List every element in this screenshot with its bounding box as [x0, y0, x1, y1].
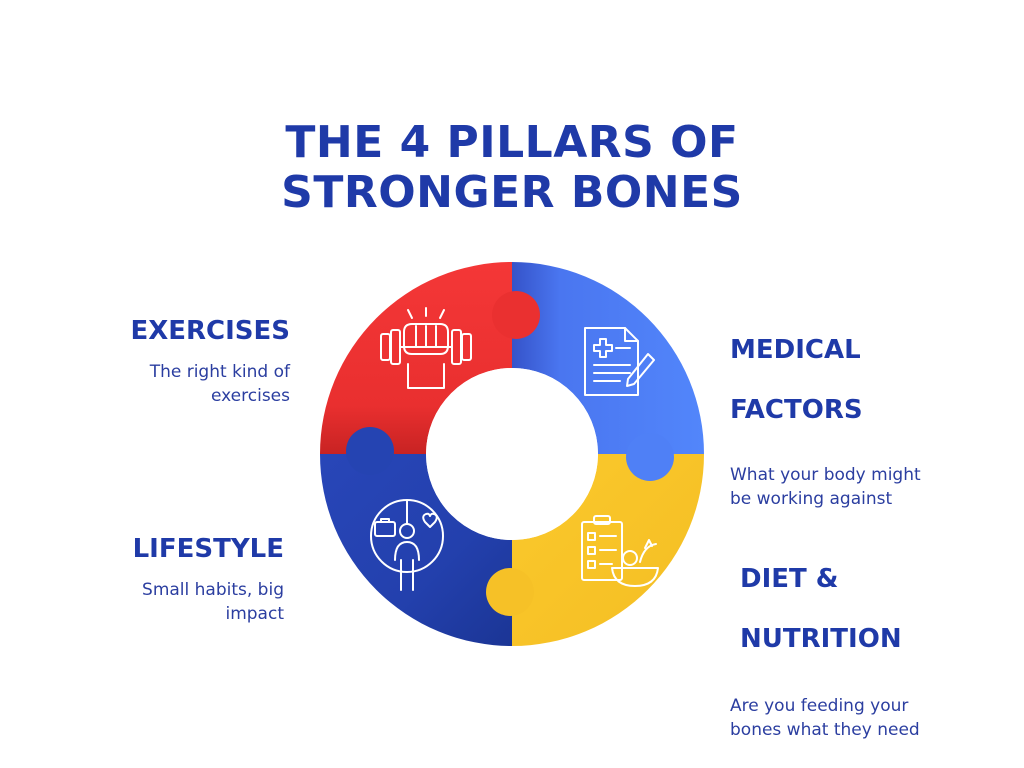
pillar-lifestyle-heading: LIFESTYLE: [132, 534, 284, 564]
knob-exercises: [492, 291, 540, 339]
pillar-exercises: EXERCISES The right kind of exercises: [100, 316, 290, 408]
pillar-diet-heading-line-2: NUTRITION: [740, 624, 902, 654]
pillar-medical-factors: MEDICAL FACTORS What your body might be …: [730, 305, 990, 511]
pillar-exercises-desc-line-1: The right kind of: [149, 362, 290, 382]
pillar-diet-nutrition: DIET & NUTRITION Are you feeding your bo…: [730, 534, 1000, 742]
pillar-medical-desc-line-2: be working against: [730, 489, 893, 509]
segment-exercises: [320, 262, 512, 454]
title-line-1: THE 4 PILLARS OF: [285, 117, 739, 168]
pillar-medical-description: What your body might be working against: [730, 463, 990, 511]
title-line-2: STRONGER BONES: [281, 167, 743, 218]
wheel-center: [426, 368, 598, 540]
medical-document-icon: [584, 327, 655, 396]
pillar-medical-desc-line-1: What your body might: [730, 465, 921, 485]
page-title: THE 4 PILLARS OF STRONGER BONES: [0, 118, 1024, 218]
pillar-diet-desc-line-1: Are you feeding your: [730, 696, 909, 716]
pillar-medical-heading: MEDICAL FACTORS: [730, 305, 990, 455]
dumbbell-fist-icon: [380, 307, 472, 389]
pillar-lifestyle-desc-line-1: Small habits, big: [142, 580, 284, 600]
pillar-exercises-desc-line-2: exercises: [210, 386, 290, 406]
knob-lifestyle: [346, 427, 394, 475]
segment-lifestyle: [320, 454, 512, 646]
diet-checklist-icon: [581, 515, 659, 587]
pillar-medical-heading-line-1: MEDICAL: [730, 335, 861, 365]
pillar-lifestyle-desc-line-2: impact: [225, 604, 284, 624]
knob-medical: [626, 433, 674, 481]
work-life-balance-icon: [370, 499, 444, 591]
pillar-diet-heading: DIET & NUTRITION: [740, 534, 1000, 684]
pillar-exercises-description: The right kind of exercises: [100, 360, 290, 408]
pillar-diet-description: Are you feeding your bones what they nee…: [730, 694, 1000, 742]
pillar-exercises-heading: EXERCISES: [130, 316, 290, 346]
pillar-diet-desc-line-2: bones what they need: [730, 720, 920, 740]
knob-diet: [486, 568, 534, 616]
pillar-medical-heading-line-2: FACTORS: [730, 395, 863, 425]
pillar-diet-heading-line-1: DIET &: [740, 564, 839, 594]
pillar-lifestyle-description: Small habits, big impact: [100, 578, 284, 626]
segment-medical: [512, 262, 704, 454]
pillar-lifestyle: LIFESTYLE Small habits, big impact: [100, 534, 284, 626]
